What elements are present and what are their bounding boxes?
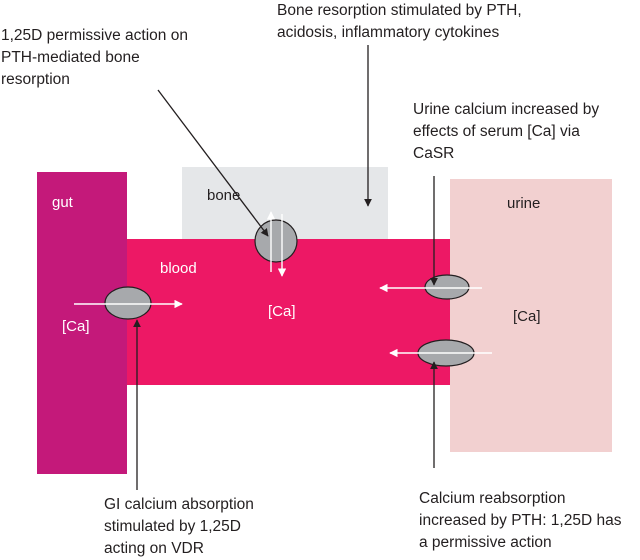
gut-compartment xyxy=(37,172,127,474)
blood-ca-label: [Ca] xyxy=(268,303,296,320)
urine-label: urine xyxy=(507,195,541,212)
gut-ca-label: [Ca] xyxy=(62,318,90,335)
urine-ca-label: [Ca] xyxy=(513,308,541,325)
gi-absorption-annotation: GI calcium absorption stimulated by 1,25… xyxy=(104,496,254,557)
urine-casr-annotation: Urine calcium increased by effects of se… xyxy=(413,101,600,162)
bone-permissive-pointer xyxy=(157,89,269,237)
gut-label: gut xyxy=(52,194,73,211)
bone-label: bone xyxy=(207,187,241,204)
blood-compartment xyxy=(127,239,450,385)
reabsorption-annotation: Calcium reabsorption increased by PTH: 1… xyxy=(419,490,622,551)
gut-transporter xyxy=(104,286,152,320)
bone-resorption-annotation: Bone resorption stimulated by PTH, acido… xyxy=(277,2,522,41)
blood-label: blood xyxy=(160,260,197,277)
urine-compartment xyxy=(450,179,612,452)
bone-permissive-annotation: 1,25D permissive action on PTH-mediated … xyxy=(1,27,188,88)
casr-transporter xyxy=(424,274,470,300)
